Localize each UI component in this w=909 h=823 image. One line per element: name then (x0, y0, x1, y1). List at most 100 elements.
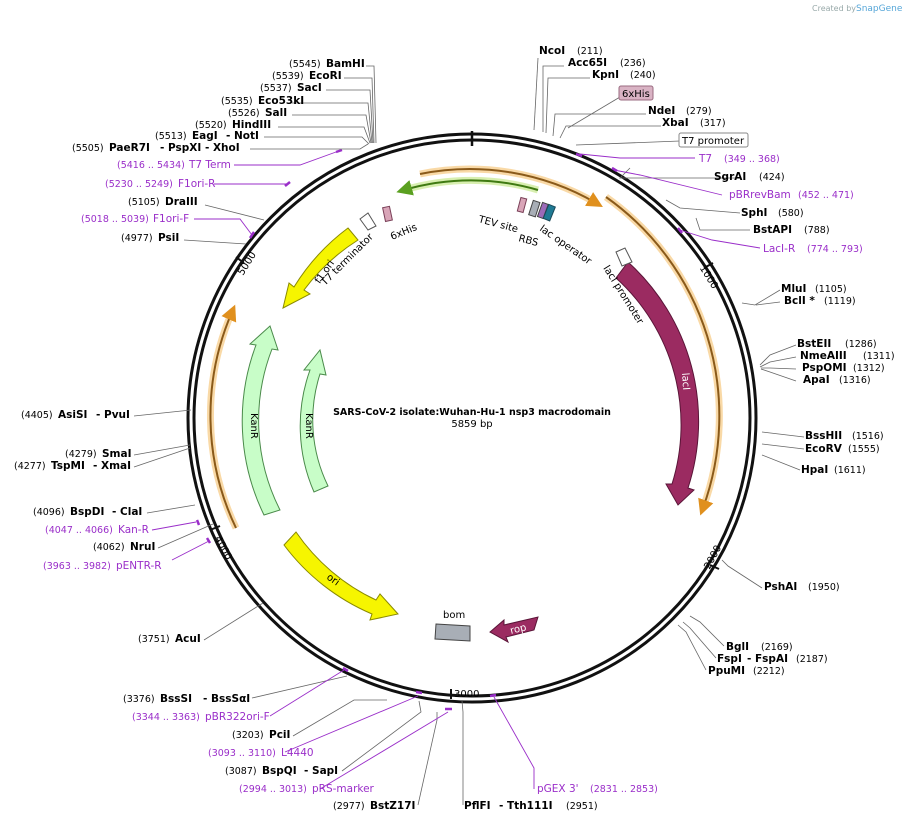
feature-kanr-outer: KanR (241, 325, 281, 516)
snapgene-credit: Created by SnapGene (812, 4, 903, 14)
tick-2000 (709, 564, 720, 570)
site-name: BamHI (326, 58, 365, 70)
tick-4000 (209, 525, 221, 531)
site-pos: (1105) (815, 284, 847, 295)
rop-label: rop (509, 622, 528, 637)
tev-site-label: TEV site (476, 214, 519, 235)
lac-operator-mark (542, 203, 556, 222)
orf-arcs (206, 165, 723, 530)
site-pos: (2212) (753, 666, 785, 677)
primer-range: (349 .. 368) (724, 154, 780, 165)
site-extra: - XmaI (93, 460, 131, 472)
tick-1000 (703, 262, 714, 269)
primer-range: (3093 .. 3110) (208, 748, 276, 759)
site-pos: (5545) (289, 59, 321, 70)
site-name: EagI (192, 130, 218, 142)
site-pos: (211) (577, 46, 603, 57)
site-pos: (1611) (834, 465, 866, 476)
f1ori-arrow (282, 227, 359, 309)
bom-box (434, 623, 471, 642)
site-name: BstAPI (753, 224, 792, 236)
his-box-text: 6xHis (622, 89, 650, 100)
primer-range: (774 .. 793) (807, 244, 863, 255)
site-name: Acc65I (568, 57, 607, 69)
site-pos: (5526) (228, 108, 260, 119)
orf-left (209, 304, 237, 529)
site-pos: (2187) (796, 654, 828, 665)
feature-cluster-top: TEV site RBS lac operator (476, 196, 594, 268)
site-name: KpnI (592, 69, 619, 81)
orf-top (419, 168, 603, 208)
primer-range: (3344 .. 3363) (132, 712, 200, 723)
site-name: EcoRV (805, 443, 843, 455)
site-pos: (5520) (195, 120, 227, 131)
his-inner-mark (382, 205, 393, 223)
primer-mark-laci-r (677, 227, 683, 234)
site-pos: (279) (686, 106, 712, 117)
primer-range: (5230 .. 5249) (105, 179, 173, 190)
kanr-outer-arrow (241, 325, 281, 516)
backbone (186, 131, 758, 704)
lac-operator-label: lac operator (537, 223, 594, 267)
rop-arrow (489, 616, 539, 644)
rbs-label: RBS (517, 233, 539, 249)
site-pos: (1119) (824, 296, 856, 307)
feature-rop: rop (489, 616, 539, 644)
site-extra: - NotI (226, 130, 259, 142)
site-name: PciI (269, 729, 290, 741)
t7-terminator-mark (359, 212, 377, 231)
site-extra: - BssSαI (203, 693, 250, 705)
site-extra: - Tth111I (499, 800, 553, 812)
primer-range: (3963 .. 3982) (43, 561, 111, 572)
primer-range: (4047 .. 4066) (45, 525, 113, 536)
orf-green (396, 179, 539, 196)
primer-range: (5416 .. 5434) (117, 160, 185, 171)
site-name: SphI (741, 207, 767, 219)
kanr-inner-arrow (299, 348, 329, 493)
site-pos: (1516) (852, 431, 884, 442)
his-box-leader (567, 96, 621, 129)
tev-site-mark (516, 196, 528, 214)
primer-name: pGEX 3' (537, 783, 579, 795)
site-pos: (1950) (808, 582, 840, 593)
plasmid-name: SARS-CoV-2 isolate:Wuhan-Hu-1 nsp3 macro… (333, 407, 611, 418)
sites-right-labels: NcoI (211) Acc65I (236) KpnI (240) NdeI … (464, 45, 895, 812)
feature-bom: bom (434, 610, 471, 642)
primer-range: (452 .. 471) (798, 190, 854, 201)
site-name: AsiSI (58, 409, 87, 421)
site-pos: (3751) (138, 634, 170, 645)
site-name: BspDI (70, 506, 104, 518)
primer-mark-t7 (575, 152, 583, 158)
site-name: BstZ17I (370, 800, 415, 812)
bom-label: bom (443, 610, 465, 621)
primer-name: F1ori-R (178, 178, 215, 190)
site-name: DraIII (165, 196, 198, 208)
site-pos: (4279) (65, 449, 97, 460)
his-inner-label: 6xHis (389, 222, 419, 243)
primer-leader-lines (151, 151, 761, 790)
site-pos: (5513) (155, 131, 187, 142)
primer-mark-kan-r (195, 519, 201, 526)
site-name: SalI (265, 107, 287, 119)
site-pos: (2951) (566, 801, 598, 812)
primer-name: pRS-marker (312, 783, 375, 795)
primer-mark-pgex (489, 693, 497, 698)
primer-mark-pentr-r (205, 537, 212, 544)
site-pos: (1286) (845, 339, 877, 350)
site-pos: (580) (778, 208, 804, 219)
site-name: SgrAI (714, 171, 746, 183)
site-pos: (236) (620, 58, 646, 69)
primer-name: LacI-R (763, 243, 795, 255)
his-box (618, 85, 654, 101)
tick-label-3000: 3000 (454, 689, 479, 700)
primer-range: (2994 .. 3013) (239, 784, 307, 795)
primer-name: pBR322ori-F (205, 711, 270, 723)
primer-mark-t7term (335, 148, 343, 154)
site-extra: - PvuI (96, 409, 130, 421)
site-leader-lines (133, 57, 805, 806)
primer-mark-l4440 (415, 690, 423, 695)
site-pos: (4062) (93, 542, 125, 553)
site-pos: (3376) (123, 694, 155, 705)
primer-labels: (5416 .. 5434) T7 Term (5230 .. 5249) F1… (43, 153, 863, 795)
